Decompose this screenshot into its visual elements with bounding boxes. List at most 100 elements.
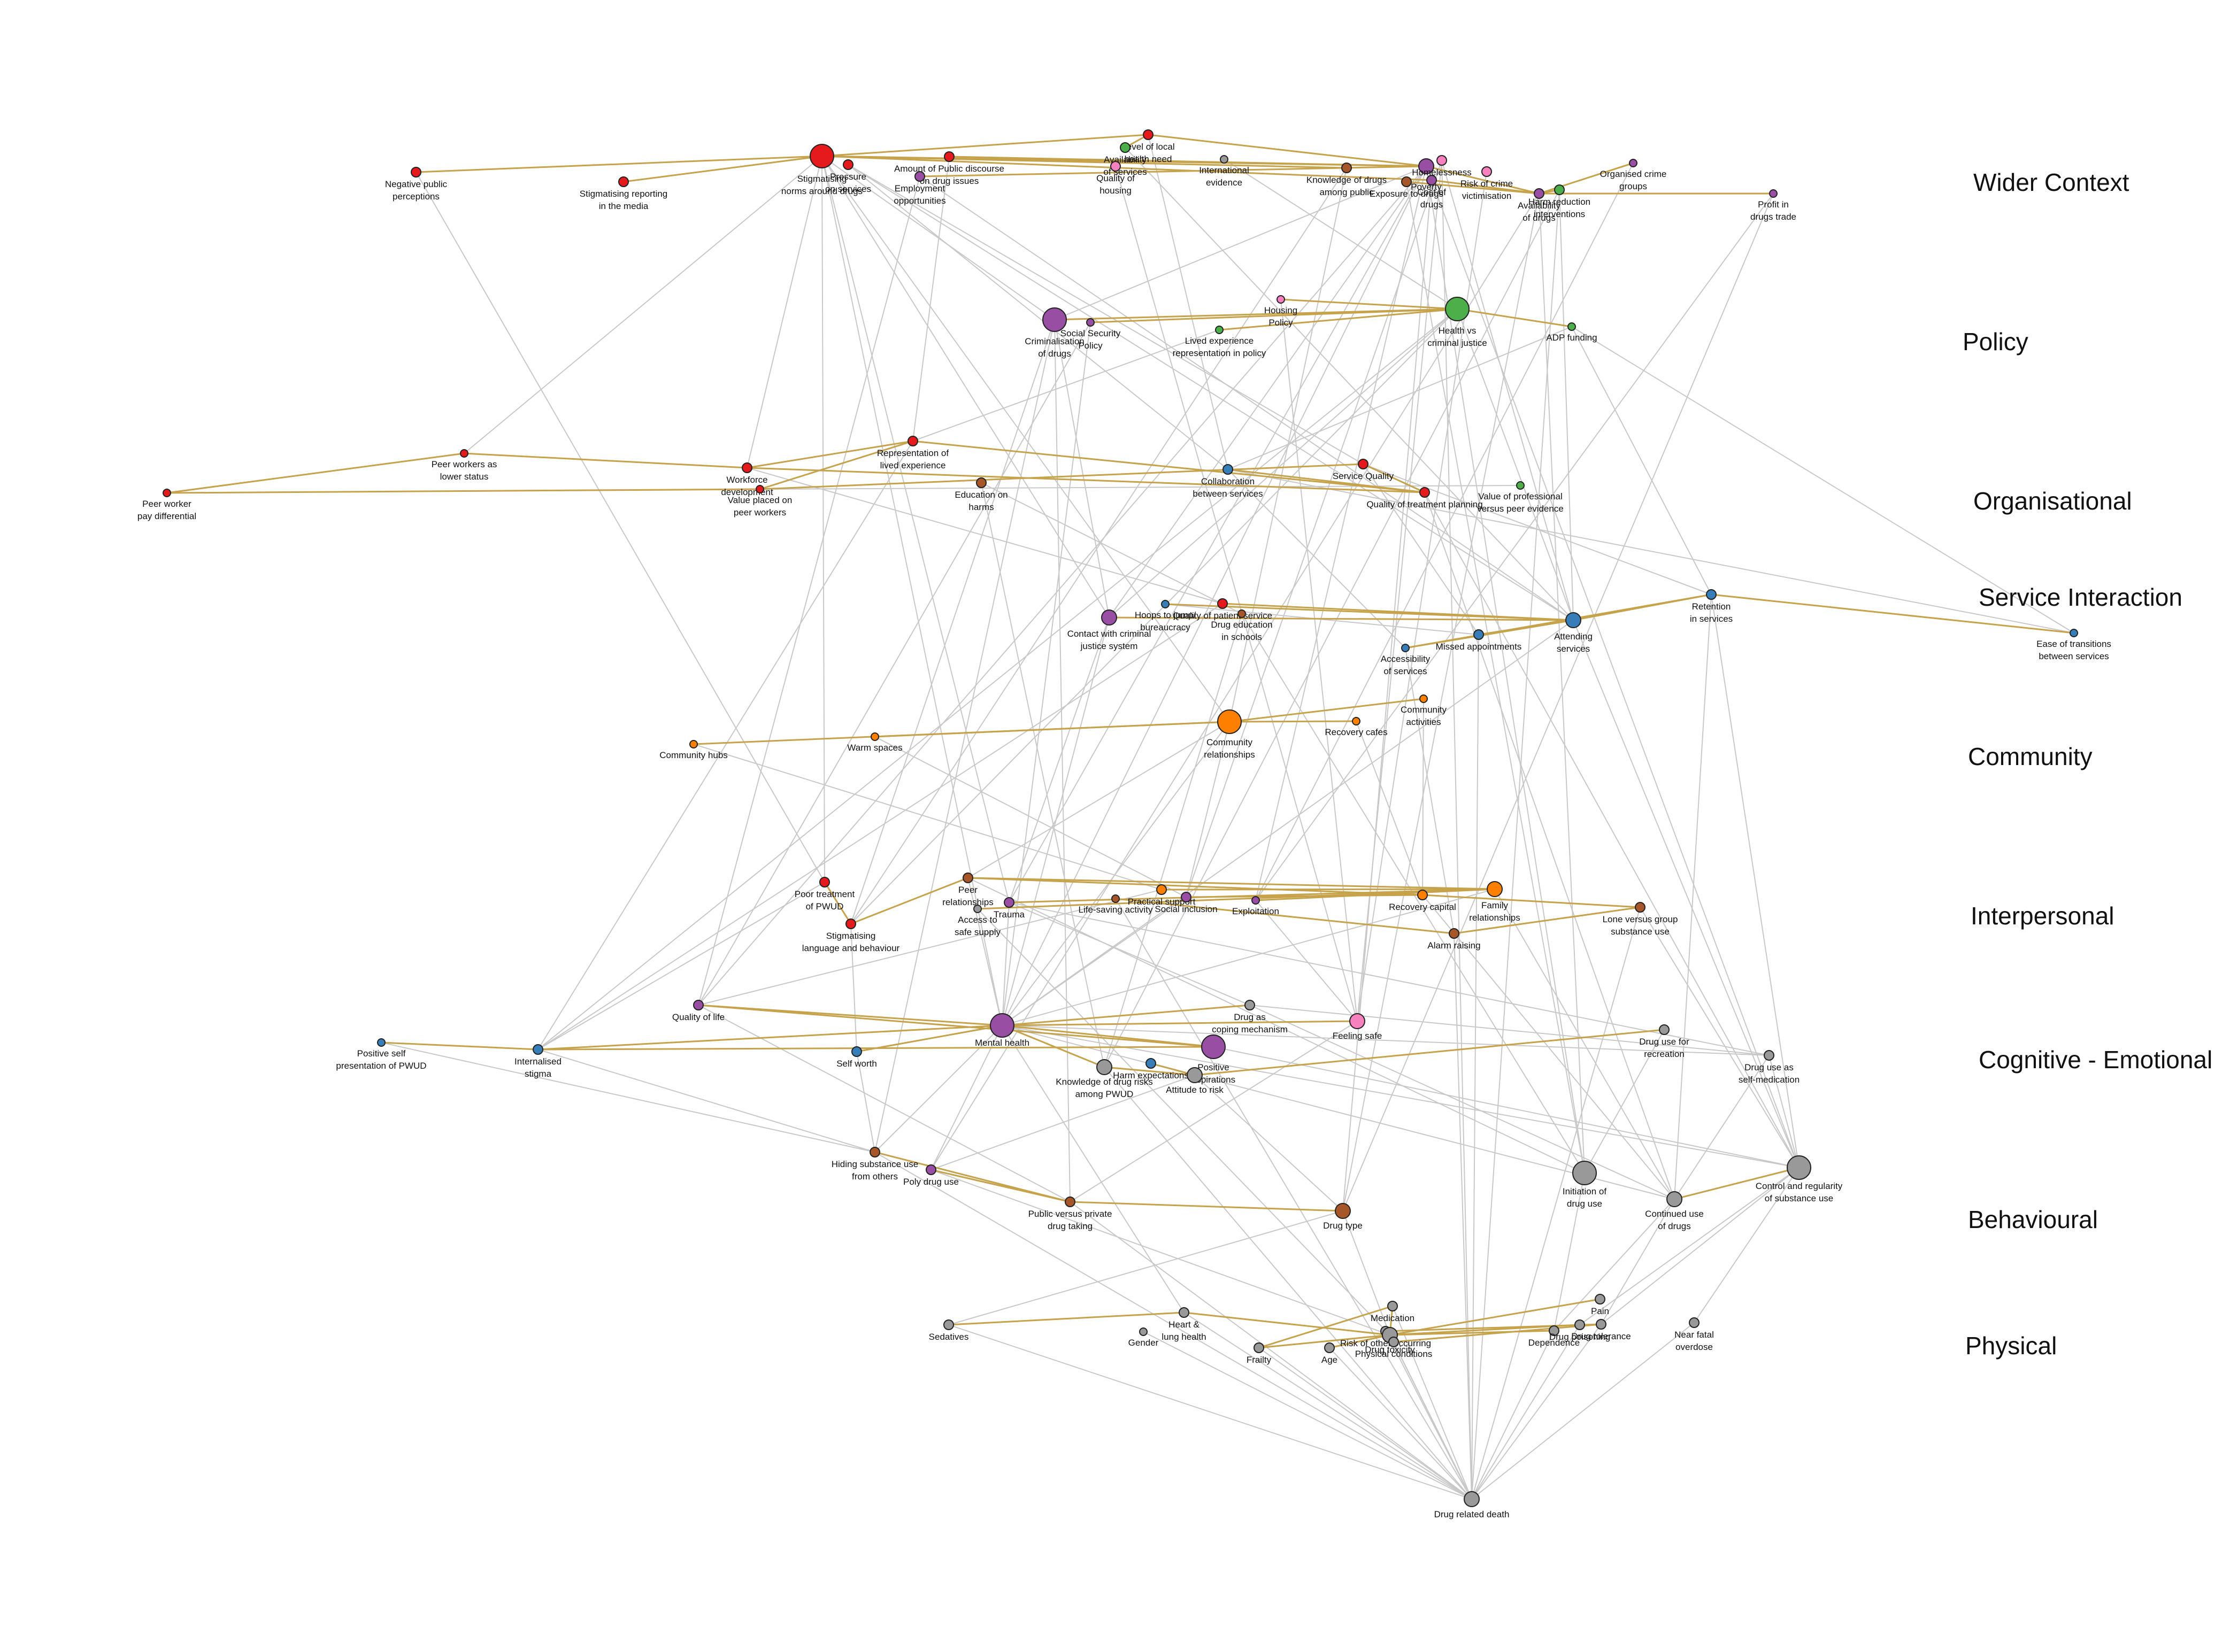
node-marker — [1110, 161, 1121, 172]
node-label-line: Organised crime — [1600, 169, 1667, 179]
edge-adp-collab — [1227, 326, 1572, 470]
edge-retention-continued — [1674, 594, 1712, 1200]
node-label: Initiation of drug use — [1563, 1186, 1606, 1209]
node-label-line: Initiation of — [1563, 1186, 1606, 1196]
edge-contact_cj-mental — [1002, 617, 1110, 1026]
node-medication: Medication — [1371, 1301, 1414, 1323]
node-label: Hoops to jump/bureaucracy — [1135, 610, 1196, 632]
node-marker — [1769, 189, 1778, 198]
node-label-line: Lived experience — [1185, 336, 1254, 346]
node-label-line: Family — [1481, 900, 1509, 910]
node-marker — [1254, 1342, 1264, 1353]
node-label-line: Heart & — [1168, 1319, 1199, 1330]
node-label-line: Drug toxicity — [1365, 1345, 1415, 1355]
node-label-line: lung health — [1162, 1332, 1206, 1342]
node-label-line: Health vs — [1439, 326, 1477, 336]
node-label: Drug toxicity — [1365, 1345, 1415, 1355]
edge-homeless-death — [1441, 160, 1472, 1500]
node-label-line: norms around drugs — [781, 186, 863, 196]
node-label-line: groups — [1619, 181, 1647, 191]
node-label-line: Practical support — [1128, 897, 1196, 907]
node-label-line: among PWUD — [1075, 1089, 1134, 1099]
edge-intl_evid-health_cj — [1224, 159, 1458, 310]
node-marker — [1764, 1050, 1774, 1061]
node-label-line: of PWUD — [806, 901, 844, 912]
node-label-line: Age — [1321, 1355, 1337, 1365]
edge-recreation-initiation — [1584, 1029, 1665, 1174]
edge-peer_status-stig_norms — [464, 156, 822, 454]
node-marker — [1201, 1035, 1226, 1059]
edge-public_priv-death — [1070, 1201, 1472, 1500]
node-marker — [914, 171, 925, 182]
node-label-line: of drugs — [1522, 213, 1555, 223]
level-label-wider: Wider Context — [1973, 168, 2129, 196]
node-label-line: pay differential — [137, 511, 196, 521]
edge-near_fatal-death — [1471, 1322, 1695, 1500]
edge-edu_harms-drug_edu — [981, 482, 1242, 614]
edge-health_cj-contact_cj — [1109, 308, 1458, 618]
edge-recov_cafe-recov_cap — [1356, 721, 1423, 896]
edge-attitude-drug_type — [1194, 1075, 1343, 1211]
edge-poverty-qol — [698, 166, 1427, 1006]
node-marker — [1572, 1161, 1597, 1185]
node-marker — [1449, 928, 1459, 939]
node-label-line: Availability — [1518, 200, 1561, 211]
edge-knowledge_pwud-death — [1104, 1067, 1472, 1500]
node-label-line: bureaucracy — [1140, 622, 1190, 632]
node-gender: Gender — [1128, 1327, 1159, 1348]
node-marker — [1549, 1325, 1559, 1336]
node-label-line: Quality of — [1096, 173, 1135, 183]
node-label-line: of services — [1383, 666, 1427, 676]
edge-attitude-poly — [931, 1075, 1195, 1170]
node-label-line: harms — [968, 502, 994, 512]
node-marker — [1277, 295, 1285, 304]
node-label-line: health need — [1125, 154, 1172, 164]
node-marker — [1635, 902, 1645, 913]
node-marker — [1417, 890, 1428, 900]
edge-poly-drug_tox — [931, 1169, 1390, 1336]
edge-harm_red-attend — [1559, 189, 1574, 621]
node-label-line: Quality of treatment planning — [1366, 499, 1482, 510]
node-label-line: safe supply — [955, 927, 1001, 937]
node-label-line: Frailty — [1247, 1355, 1272, 1365]
node-label-line: Near fatal — [1674, 1330, 1714, 1340]
level-label-physical: Physical — [1965, 1332, 2057, 1360]
node-label-line: Exploitation — [1232, 906, 1279, 916]
node-label-line: drug use — [1567, 1199, 1602, 1209]
level-edge-value_peer-serv_qual — [759, 463, 1364, 490]
node-label: Quality of patient service — [1173, 611, 1272, 621]
node-label-line: self-medication — [1739, 1075, 1800, 1085]
node-marker — [1222, 464, 1233, 475]
edge-alarm-death — [1454, 933, 1472, 1500]
node-warm: Warm spaces — [847, 732, 903, 753]
level-edge-frailty-medication — [1258, 1305, 1393, 1349]
edge-health_cj-attend — [1457, 308, 1574, 621]
node-marker — [926, 1164, 936, 1175]
node-label-line: Recovery cafes — [1325, 727, 1387, 737]
node-label-line: Availability — [1104, 155, 1147, 165]
node-marker — [533, 1044, 543, 1055]
edge-stig_norms-comm_rel — [821, 156, 1230, 722]
node-heart: Heart & lung health — [1162, 1307, 1206, 1342]
node-label-line: Policy — [1078, 341, 1103, 351]
node-label: Frailty — [1247, 1355, 1272, 1365]
edge-sedatives-death — [948, 1324, 1472, 1500]
edge-avail_drugs-poly — [931, 193, 1540, 1170]
edge-initiation-dependence — [1554, 1172, 1585, 1331]
edge-hiding-death — [874, 1152, 1472, 1500]
node-feel-safe: Feeling safe — [1333, 1013, 1382, 1041]
edge-stig_norms-contact_cj — [821, 156, 1110, 618]
edge-coping-continued — [1249, 1005, 1675, 1200]
node-label-line: Stigmatising — [826, 931, 876, 941]
